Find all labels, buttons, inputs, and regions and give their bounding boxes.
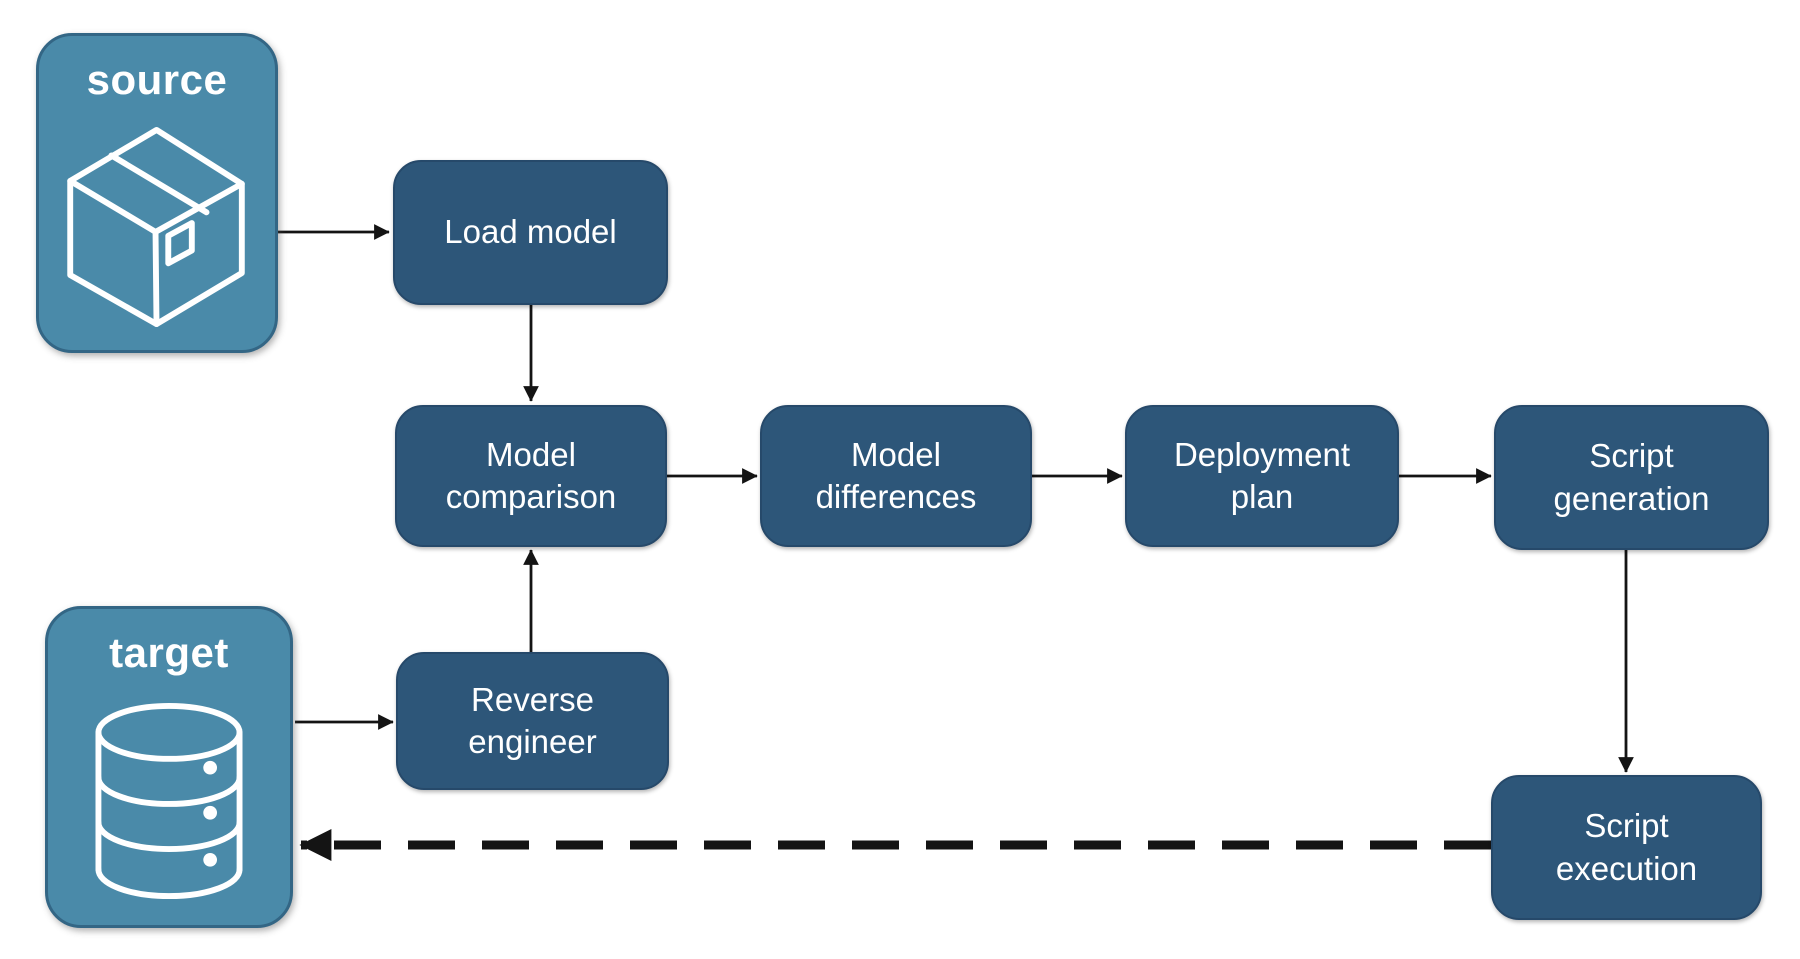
- target-label: target: [109, 629, 229, 676]
- node-load-model: Load model: [393, 160, 668, 305]
- source-label: source: [86, 56, 228, 103]
- node-deployment-plan: Deployment plan: [1125, 405, 1399, 547]
- node-model-comparison: Model comparison: [395, 405, 667, 547]
- node-script-execution: Script execution: [1491, 775, 1762, 920]
- node-label: Load model: [444, 213, 617, 251]
- package-box-icon: [39, 104, 275, 350]
- database-cylinder-icon: [48, 677, 290, 925]
- node-label: Script generation: [1553, 437, 1710, 517]
- node-label: Model comparison: [445, 435, 617, 515]
- node-reverse-engineer: Reverse engineer: [396, 652, 669, 790]
- node-label: Model differences: [815, 435, 977, 515]
- node-script-generation: Script generation: [1494, 405, 1769, 550]
- endpoint-target: target: [45, 606, 293, 928]
- node-label: Reverse engineer: [468, 680, 597, 760]
- node-label: Script execution: [1555, 807, 1698, 887]
- endpoint-source: source: [36, 33, 278, 353]
- node-label: Deployment plan: [1173, 435, 1351, 515]
- node-model-differences: Model differences: [760, 405, 1032, 547]
